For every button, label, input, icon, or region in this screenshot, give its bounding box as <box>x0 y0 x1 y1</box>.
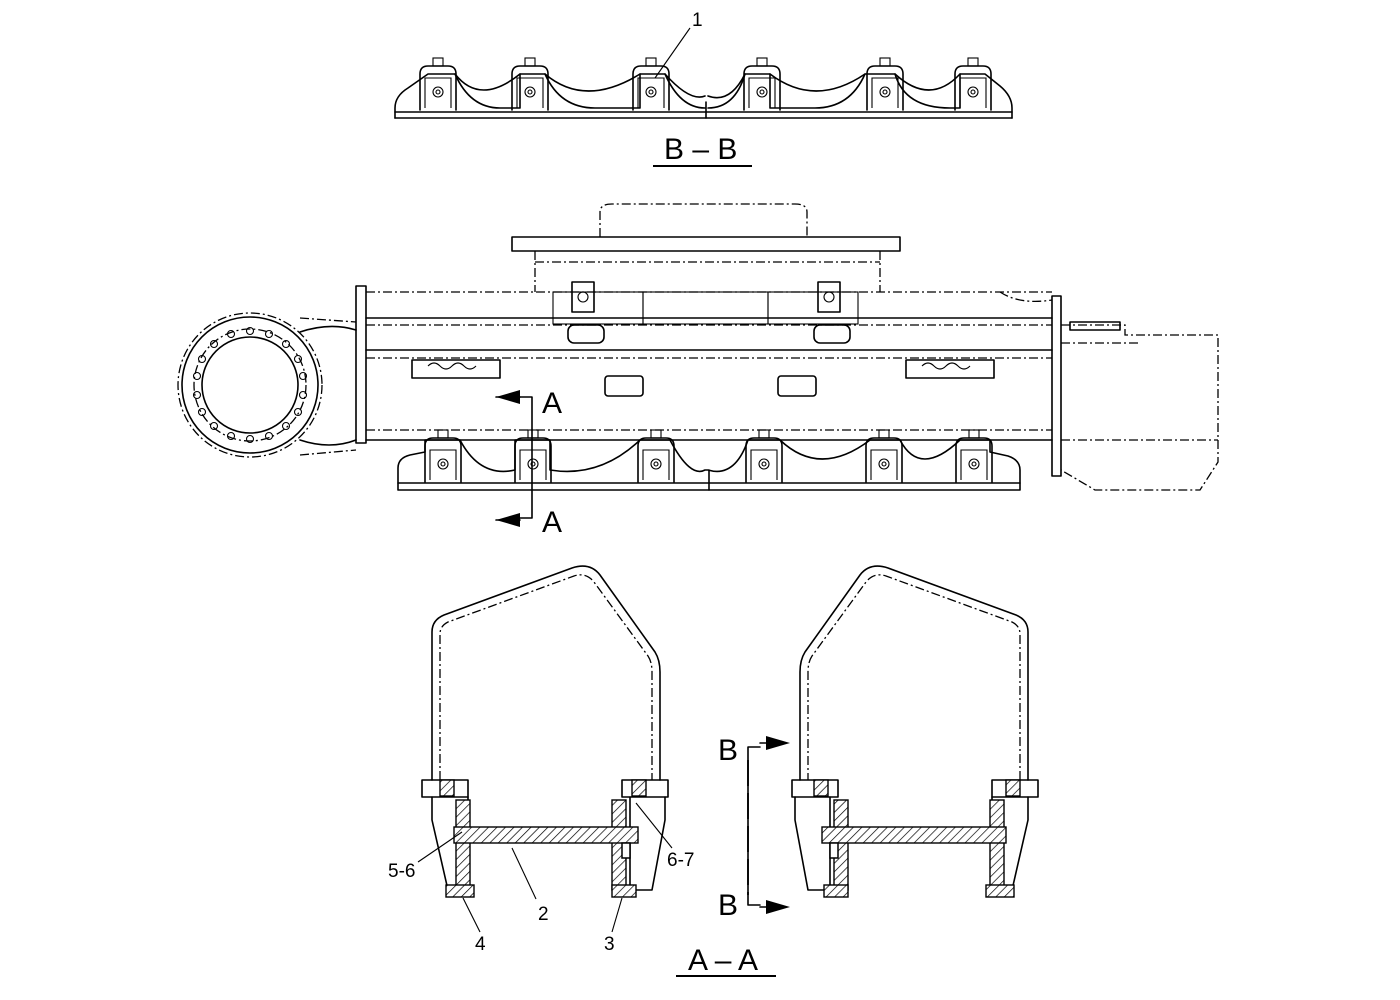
section-aa-view: 5-6 6-7 2 4 3 B B A – A <box>388 565 1039 977</box>
crawler-side-view: A A <box>177 203 1219 539</box>
section-aa-title: A – A <box>688 944 758 977</box>
callout-1: 1 <box>692 10 703 31</box>
callout-4: 4 <box>475 934 486 955</box>
callout-2: 2 <box>538 904 549 925</box>
cut-label-b-top: B <box>718 734 738 767</box>
hook-left <box>571 281 595 313</box>
callout-5-6: 5-6 <box>388 861 415 882</box>
callout-3: 3 <box>604 934 615 955</box>
section-bb-view: 1 B – B <box>394 10 1013 167</box>
callout-6-7: 6-7 <box>667 850 694 871</box>
section-bb-title: B – B <box>664 133 737 166</box>
hook-right <box>817 281 841 313</box>
cut-label-a-bottom: A <box>542 506 562 539</box>
cut-label-a-top: A <box>542 387 562 420</box>
cut-label-b-bottom: B <box>718 889 738 922</box>
sprocket-bolts <box>192 326 308 444</box>
